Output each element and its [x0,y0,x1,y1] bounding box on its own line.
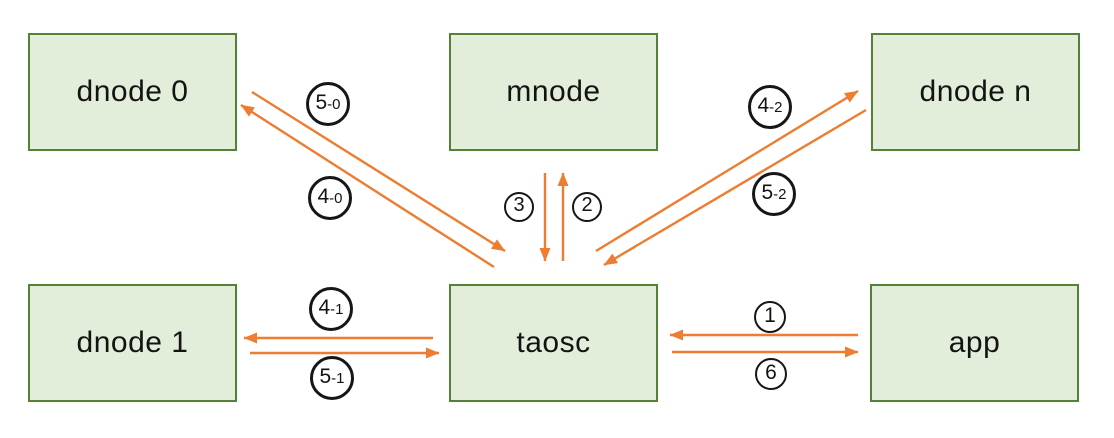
node-dnode-n: dnode n [871,33,1080,151]
edge-label-1: 1 [754,301,786,333]
edge-label-5-1: 5-1 [310,356,354,400]
node-dnode-1-label: dnode 1 [76,326,189,359]
arrow-msg-5-0 [251,90,506,253]
edge-label-5-0: 5-0 [306,82,350,126]
edge-label-4-0: 4-0 [308,176,352,220]
node-taosc: taosc [449,284,658,402]
node-dnode-0: dnode 0 [28,33,237,151]
edge-label-4-2: 4-2 [748,85,792,129]
node-app-label: app [948,326,1001,359]
arrow-msg-4-0 [240,103,495,269]
node-taosc-label: taosc [516,326,591,359]
node-app: app [870,284,1079,402]
arrow-msg-5-2 [603,108,867,267]
node-mnode-label: mnode [506,75,601,108]
node-dnode-n-label: dnode n [919,75,1032,108]
node-dnode-1: dnode 1 [28,284,237,402]
edge-label-2: 2 [572,192,602,222]
edge-label-6: 6 [755,358,787,390]
arrow-msg-4-2 [595,89,859,253]
node-dnode-0-label: dnode 0 [76,75,189,108]
edge-label-5-2: 5-2 [752,172,796,216]
node-mnode: mnode [449,33,658,151]
edge-label-4-1: 4-1 [309,287,353,331]
edge-label-3: 3 [504,192,534,222]
